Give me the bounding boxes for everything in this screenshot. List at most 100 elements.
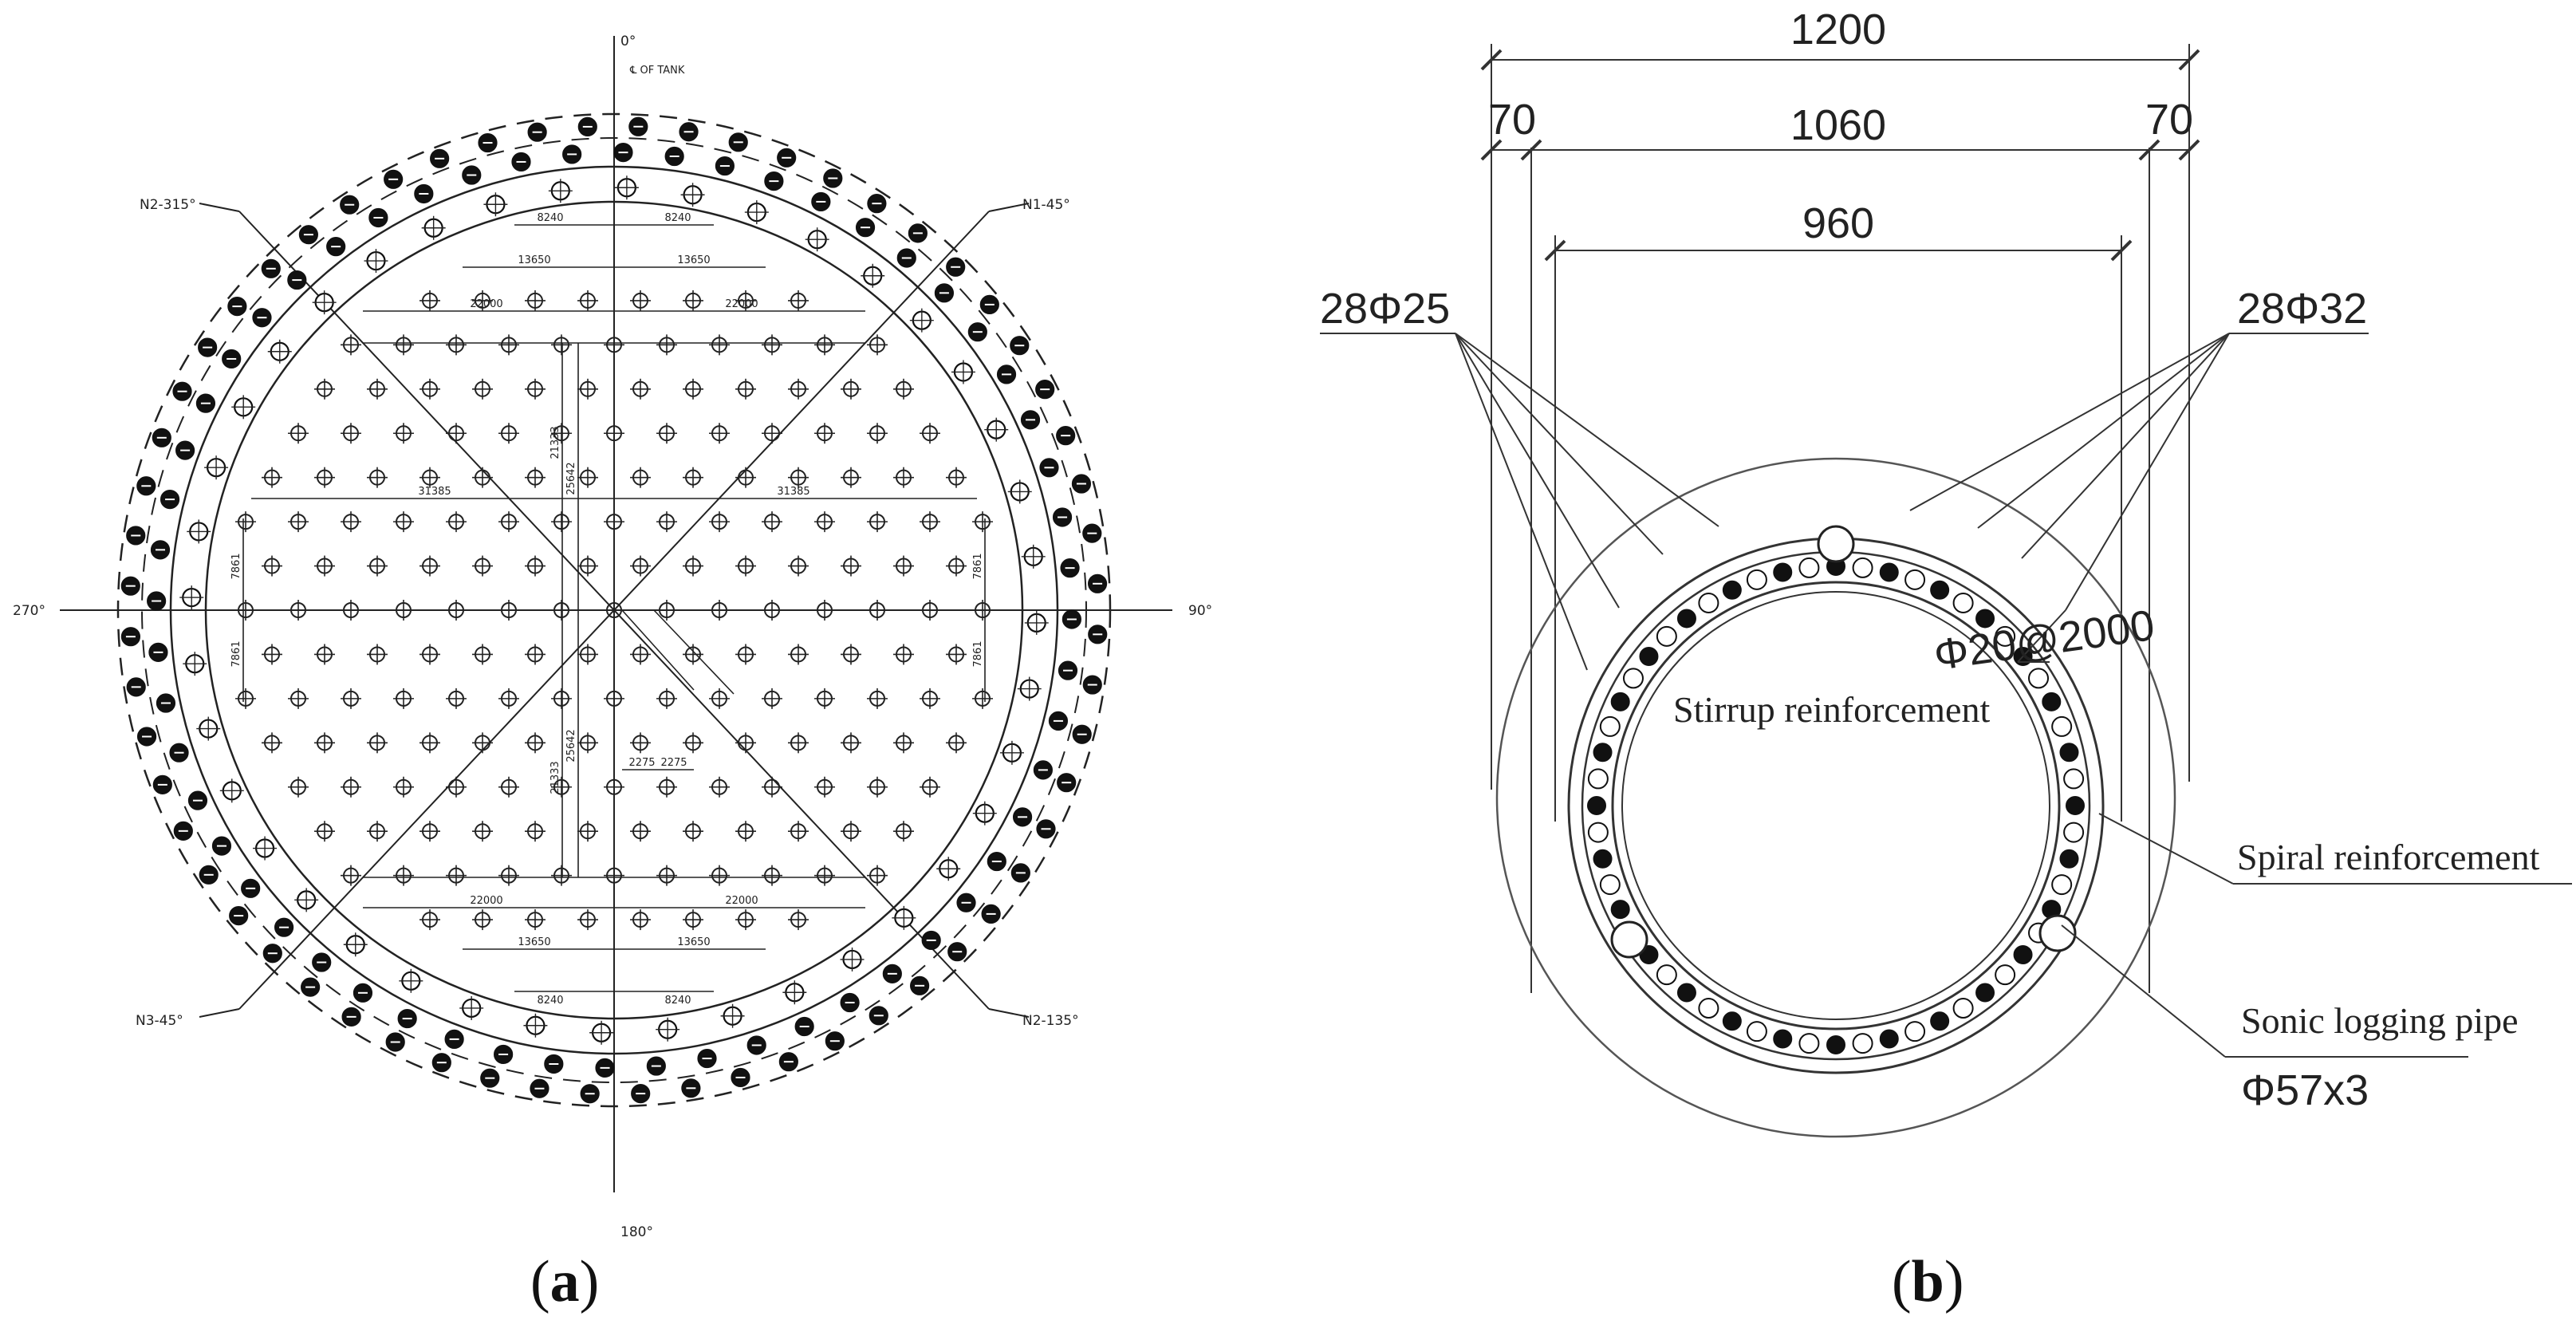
dimension-lines-b [1480,49,2200,262]
rebar-bar-filled [1826,1035,1845,1054]
pile-ring-marker-dark [947,942,967,962]
pile-ring-marker [614,175,639,200]
pile-marker [867,688,888,709]
dim-top-13650-left: 13650 [518,254,550,266]
dim-vert-21333: 21333 [549,426,561,459]
pile-marker [262,555,282,577]
pile-marker [630,555,651,577]
pile-marker [788,732,809,754]
pile-ring-marker-dark [198,337,218,357]
pile-marker [472,821,493,842]
dim-bottom-13650-right: 13650 [677,936,710,948]
pile-ring-marker-dark [577,116,597,137]
pile-marker [867,600,888,621]
pile-marker [788,644,809,665]
pile-marker [788,909,809,931]
pile-ring-marker-dark [595,1058,615,1078]
dim-small-2275-b: 2275 [660,757,687,769]
pile-ring-marker [1024,610,1049,635]
rebar-bar-open [2051,874,2073,896]
pile-marker [288,600,309,621]
pile-ring-marker [187,519,211,544]
pile-marker [367,732,388,754]
pile-ring-marker [253,836,278,861]
rebar-bar-open [1698,998,1719,1019]
pile-ring-marker-dark [794,1016,814,1037]
rebar-bar-open [1746,1021,1767,1042]
rebar-bar-open [1798,557,1820,578]
pile-marker [367,378,388,400]
pile-marker [656,511,677,533]
pile-ring-marker-dark [195,393,216,413]
panel-label-a-letter: a [549,1249,580,1314]
pile-marker [630,378,651,400]
pile-ring-marker [720,1003,745,1028]
rebar-bar-open [1904,569,1926,590]
pile-marker [735,290,756,311]
pile-marker [656,865,677,886]
rebar-bar-filled [1930,1011,1950,1031]
pile-ring-marker-dark [1048,711,1069,731]
pile-marker [419,555,440,577]
pile-marker [472,909,493,931]
rebar-bar-filled [1587,796,1606,815]
pile-marker [814,511,835,533]
pile-ring-marker-dark [840,992,860,1013]
pile-ring-marker-dark [1012,807,1033,827]
diagonal-ne-ext [988,203,1030,212]
pile-ring-marker-dark [353,983,373,1003]
rebar-bar-filled [1722,1011,1742,1031]
rebar-bar-open [1952,592,1974,613]
pile-ring-marker [892,905,916,930]
pile-ring-marker [343,932,368,957]
pile-ring-marker-dark [120,576,140,596]
axis-label-bottom: 180° [620,1224,653,1240]
pile-marker [419,732,440,754]
pile-ring-marker-dark [384,169,404,189]
pile-ring-marker-dark [697,1048,717,1069]
pile-marker [498,600,519,621]
pile-ring-marker-dark [778,1052,798,1072]
pile-ring-marker-dark [811,191,831,212]
pile-marker [709,688,730,709]
pile-ring-marker [589,1020,614,1045]
pile-marker [235,511,256,533]
pile-marker [577,821,598,842]
pile-ring-marker [951,360,975,384]
pile-marker [814,688,835,709]
pile-ring-marker [1017,676,1042,701]
pile-marker [630,909,651,931]
pile-ring-marker [861,263,885,288]
pile-ring-marker [183,652,207,676]
pile-marker [683,821,703,842]
pile-marker [551,511,572,533]
pile-marker [683,290,703,311]
pile-marker [709,776,730,798]
pile-marker [656,776,677,798]
pile-marker [893,644,914,665]
pile-ring-marker [972,801,997,826]
pile-ring-marker-dark [764,171,784,191]
pile-ring-marker-dark [169,743,189,763]
pile-marker [867,865,888,886]
pile-ring-marker-dark [613,143,633,163]
pile-ring-marker-dark [431,1053,451,1073]
pile-ring-marker-dark [227,297,247,317]
pile-marker [314,378,335,400]
pile-marker [735,909,756,931]
pile-marker [498,423,519,444]
pile-marker [288,511,309,533]
rebar-bar-open [1587,768,1609,790]
pile-ring-marker-dark [478,132,498,153]
pile-ring-marker [364,249,388,274]
pile-ring-marker-dark [173,821,193,841]
pile-marker [446,688,467,709]
pile-ring-marker-dark [326,237,346,257]
pile-ring-marker-dark [981,904,1001,924]
pile-marker [551,865,572,886]
rebar-bar-open [1952,998,1974,1019]
pile-marker [735,821,756,842]
pile-marker [341,688,361,709]
pile-marker [867,511,888,533]
pile-marker [788,290,809,311]
